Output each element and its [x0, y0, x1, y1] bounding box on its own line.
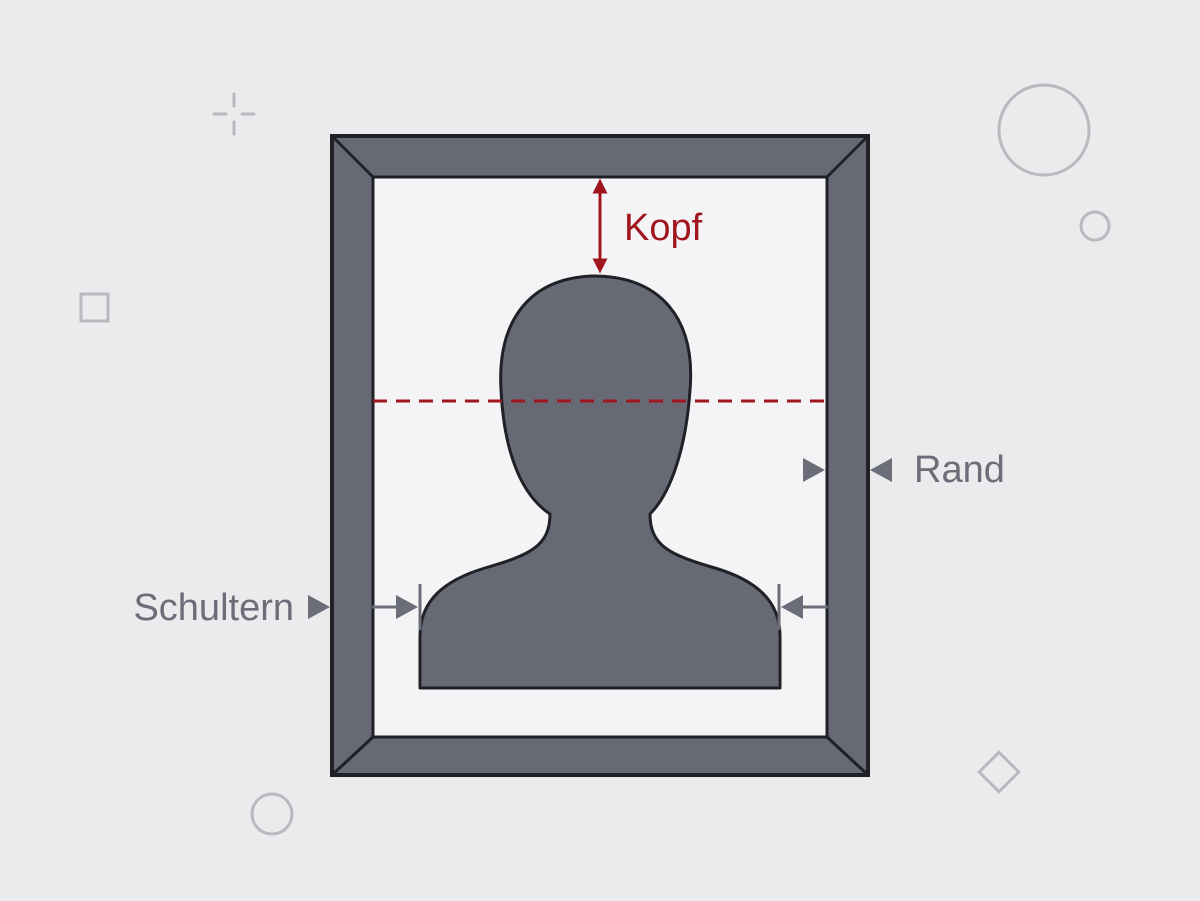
square-icon	[79, 292, 110, 323]
shoulders-markers	[308, 584, 828, 630]
shoulders-left-arrow-head	[396, 595, 418, 619]
inward-arrows-icon	[803, 458, 892, 482]
crosshair-icon	[212, 92, 256, 136]
diamond-icon	[977, 750, 1021, 794]
shoulders-label: Schultern	[133, 587, 294, 629]
small-circle-icon	[1079, 210, 1111, 242]
margin-arrow-right	[870, 458, 892, 482]
person-silhouette	[418, 274, 782, 690]
margin-label: Rand	[914, 449, 1005, 491]
margin-arrow-left	[803, 458, 825, 482]
large-circle-icon	[997, 83, 1091, 177]
frame-miter-top-left	[330, 134, 375, 179]
shoulders-right-arrow-head	[781, 595, 803, 619]
shoulders-outer-arrow	[308, 595, 330, 619]
frame-miter-top-right	[825, 134, 870, 179]
frame-miter-bottom-left	[330, 735, 375, 777]
head-label: Kopf	[624, 207, 703, 249]
frame-miter-bottom-right	[825, 735, 870, 777]
bottom-circle-icon	[250, 792, 294, 836]
